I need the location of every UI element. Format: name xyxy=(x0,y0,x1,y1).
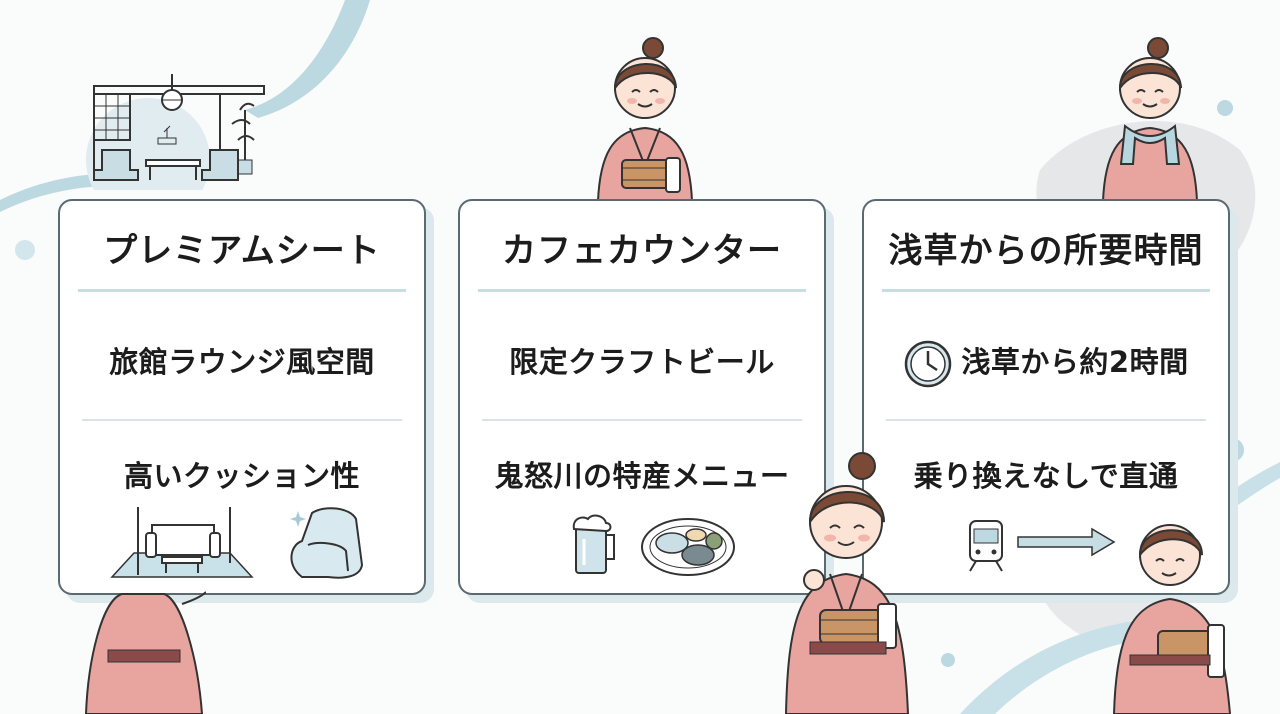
beer-mug-icon xyxy=(572,514,615,574)
arrow-right-icon xyxy=(1017,527,1116,557)
feature-divider xyxy=(886,419,1206,421)
food-plate-icon xyxy=(641,518,735,576)
feature-line: 乗り換えなしで直通 xyxy=(913,459,1179,493)
card-title: プレミアムシート xyxy=(103,231,381,271)
title-divider xyxy=(478,289,806,292)
armchair-icon xyxy=(290,507,364,579)
feature-line: 鬼怒川の特産メニュー xyxy=(494,459,790,493)
woman-with-bucket-illustration xyxy=(1112,524,1232,714)
lounge-room-icon xyxy=(86,74,265,190)
premium-seat-card: プレミアムシート 旅館ラウンジ風空間 高いクッション性 xyxy=(58,199,426,595)
title-divider xyxy=(882,289,1210,292)
travel-time-text: 浅草から約2時間 xyxy=(961,345,1189,379)
clock-icon xyxy=(905,340,952,388)
woman-with-towel-illustration xyxy=(1101,37,1199,201)
woman-yukata-illustration xyxy=(84,591,206,714)
woman-with-bucket-illustration xyxy=(596,37,694,201)
feature-line: 高いクッション性 xyxy=(123,459,360,493)
woman-with-bucket-illustration xyxy=(784,452,910,714)
feature-line: 限定クラフトビール xyxy=(509,345,775,379)
train-icon xyxy=(969,520,1003,572)
card-title: 浅草からの所要時間 xyxy=(888,231,1204,271)
feature-line: 浅草から約2時間 xyxy=(864,339,1228,389)
title-divider xyxy=(78,289,406,292)
feature-divider xyxy=(482,419,802,421)
lounge-sofa-icon xyxy=(110,507,254,578)
feature-divider xyxy=(82,419,402,421)
card-title: カフェカウンター xyxy=(502,231,782,271)
feature-line: 旅館ラウンジ風空間 xyxy=(109,345,375,379)
cafe-counter-card: カフェカウンター 限定クラフトビール 鬼怒川の特産メニュー xyxy=(458,199,826,595)
